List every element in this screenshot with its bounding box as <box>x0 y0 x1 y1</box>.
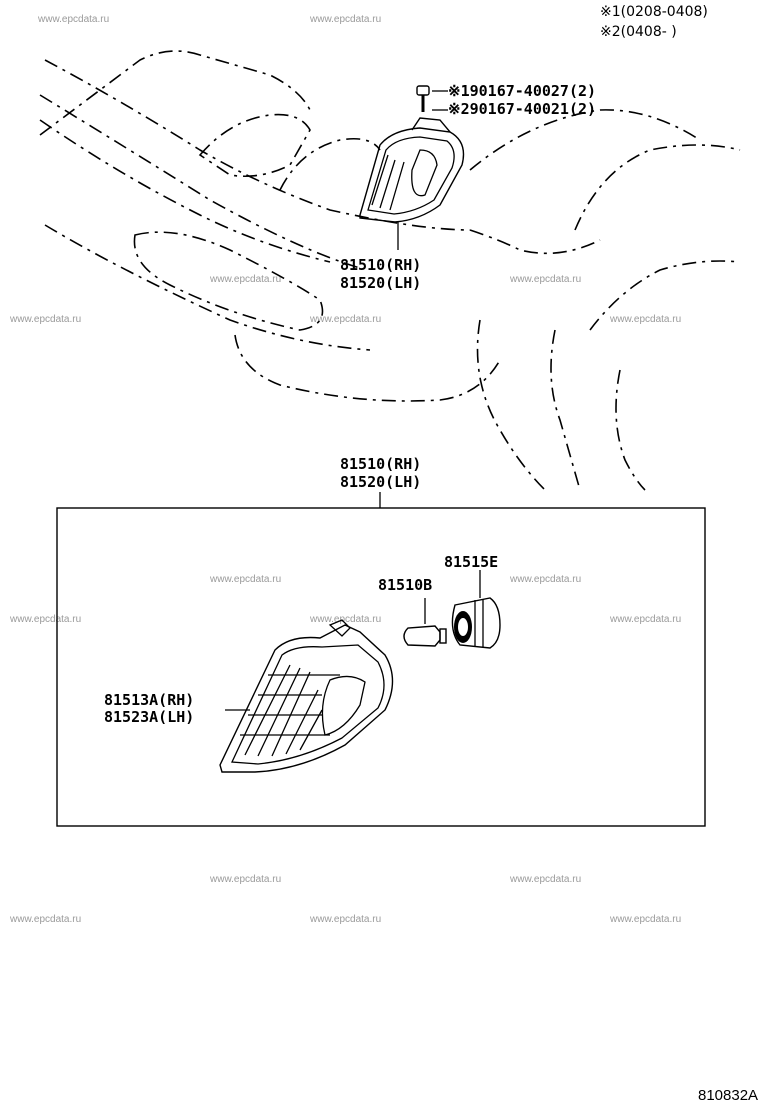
watermark: www.epcdata.ru <box>309 914 381 925</box>
watermark: www.epcdata.ru <box>9 314 81 325</box>
vehicle-body-outline <box>39 50 741 491</box>
watermark: www.epcdata.ru <box>309 14 381 25</box>
watermark: www.epcdata.ru <box>9 614 81 625</box>
watermark: www.epcdata.ru <box>37 14 109 25</box>
assembly-rh-label: 81510(RH) <box>340 256 421 274</box>
bolt-icon <box>416 85 430 112</box>
watermark: www.epcdata.ru <box>209 874 281 885</box>
lens-rh-part-number: 81513A(RH) <box>104 691 194 709</box>
watermark: www.epcdata.ru <box>609 314 681 325</box>
diagram-code: 810832A <box>698 1087 758 1104</box>
assembly-lh-label: 81520(LH) <box>340 274 421 292</box>
watermark: www.epcdata.ru <box>609 914 681 925</box>
watermark: www.epcdata.ru <box>509 574 581 585</box>
note-2: ※2(0408- ) <box>600 24 677 40</box>
note-1: ※1(0208-0408) <box>600 4 708 20</box>
lens-lh-part-number: 81523A(LH) <box>104 708 194 726</box>
watermark: www.epcdata.ru <box>209 574 281 585</box>
box-assembly-rh-label: 81510(RH) <box>340 455 421 473</box>
lens-housing <box>219 619 394 773</box>
socket-part-number: 81515E <box>444 553 498 571</box>
bulb-icon <box>403 625 447 647</box>
watermark: www.epcdata.ru <box>509 874 581 885</box>
watermarks: www.epcdata.ru www.epcdata.ru www.epcdat… <box>9 14 681 925</box>
bolt-2-part-number: ※290167-40021(2) <box>448 100 596 118</box>
watermark: www.epcdata.ru <box>9 914 81 925</box>
box-assembly-lh-label: 81520(LH) <box>340 473 421 491</box>
watermark: www.epcdata.ru <box>309 614 381 625</box>
socket-icon <box>451 597 501 649</box>
watermark: www.epcdata.ru <box>209 274 281 285</box>
watermark: www.epcdata.ru <box>609 614 681 625</box>
watermark: www.epcdata.ru <box>309 314 381 325</box>
corner-lamp-on-body <box>359 117 465 223</box>
bulb-part-number: 81510B <box>378 576 432 594</box>
watermark: www.epcdata.ru <box>509 274 581 285</box>
exploded-view-frame <box>56 507 706 827</box>
bolt-1-part-number: ※190167-40027(2) <box>448 82 596 100</box>
